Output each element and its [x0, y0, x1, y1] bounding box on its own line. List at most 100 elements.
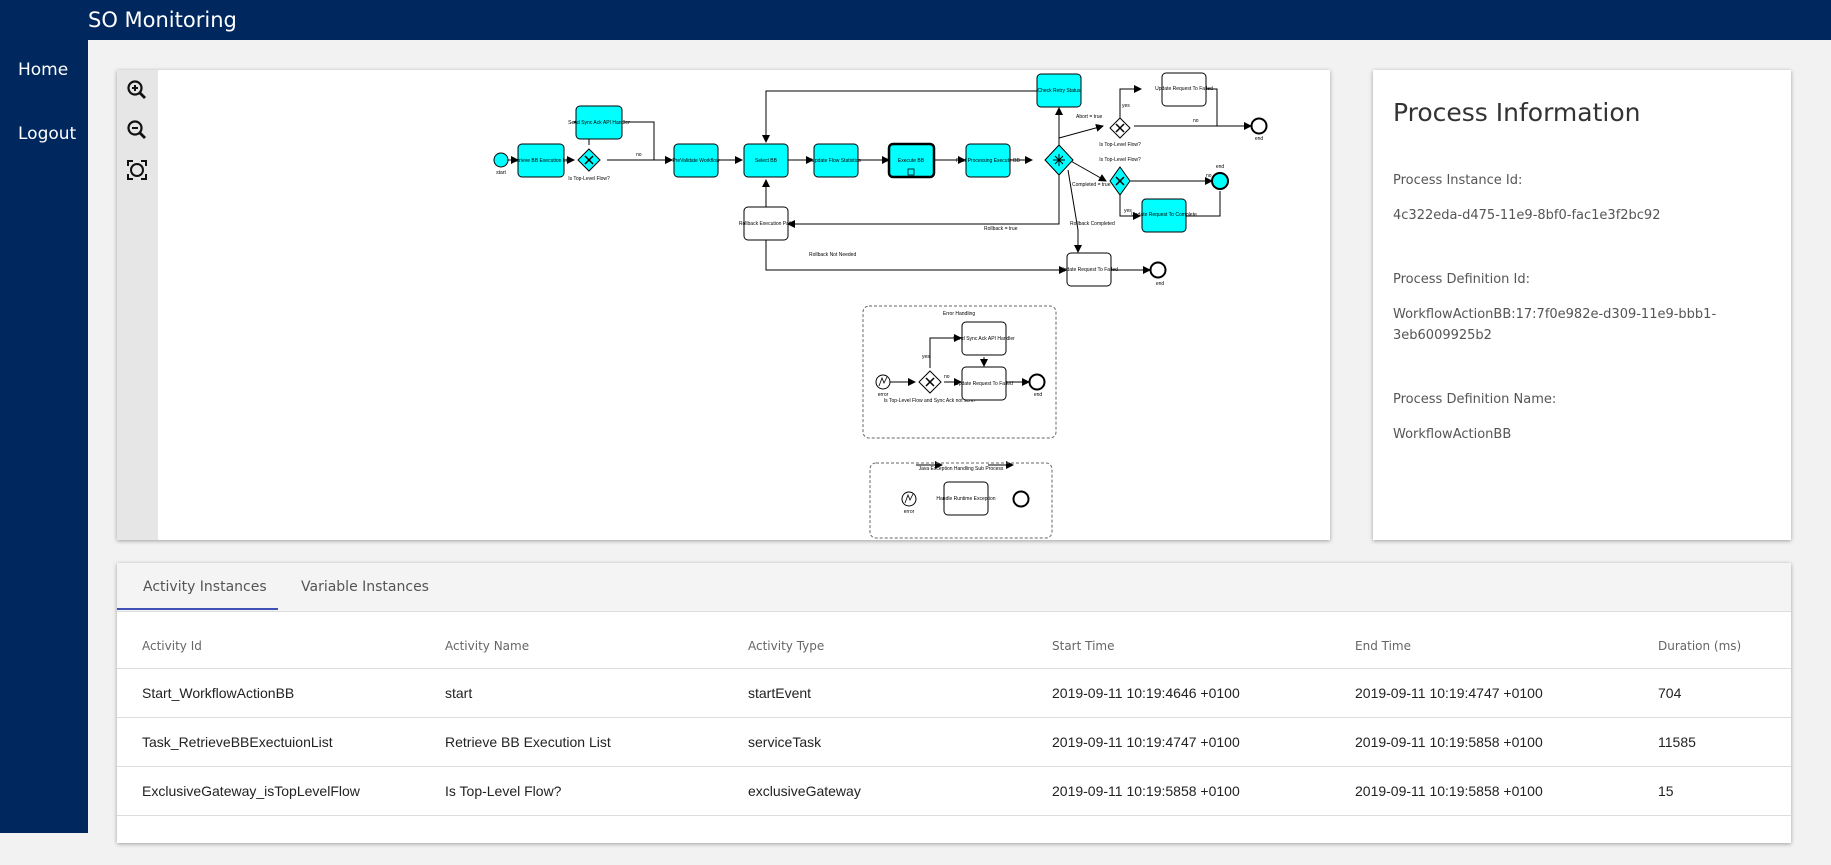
zoom-toolbar [117, 70, 158, 540]
end-event-completed[interactable] [1211, 172, 1229, 190]
cell-activity-name: Retrieve BB Execution List [445, 734, 611, 750]
definition-name-value: WorkflowActionBB [1393, 427, 1512, 442]
task-post-processing[interactable] [965, 143, 1011, 178]
gateway-abort-top-level-label: Is Top-Level Flow? [1099, 142, 1141, 148]
definition-id-value: WorkflowActionBB:17:7f0e982e-d309-11e9-b… [1393, 307, 1717, 343]
cell-duration: 11585 [1658, 734, 1696, 750]
end-event-abort-label: end [1255, 136, 1264, 142]
task-handle-runtime[interactable] [943, 481, 989, 516]
task-send-sync-ack[interactable] [575, 105, 623, 140]
error-start-label: error [878, 392, 889, 398]
cell-start-time: 2019-09-11 10:19:5858 +0100 [1052, 783, 1240, 799]
task-post-processing-label: Post Processing Execute BB [956, 158, 1020, 164]
task-error-send-sync-ack[interactable] [961, 321, 1007, 356]
end-event-abort[interactable] [1250, 117, 1268, 135]
definition-name-label: Process Definition Name: [1393, 392, 1557, 407]
zoom-out-icon[interactable] [125, 118, 149, 142]
task-update-request-complete-label: Update Request To Complete [1131, 212, 1197, 218]
instance-id-value: 4c322eda-d475-11e9-8bf0-fac1e3f2bc92 [1393, 208, 1661, 223]
col-header-activity-id[interactable]: Activity Id [142, 639, 202, 653]
task-update-request-failed-2-label: Update Request To Failed [1060, 267, 1118, 273]
bpmn-diagram: yes no Abort = true yes no Completed = t… [493, 72, 1268, 539]
table-row-partial [117, 815, 1791, 865]
edge-label-no-2: no [1193, 118, 1199, 124]
edge-label-no-4: no [944, 374, 950, 380]
task-error-update-failed[interactable] [961, 366, 1007, 401]
subprocess-error-handling[interactable] [862, 305, 1057, 439]
task-retrieve-bb[interactable] [517, 143, 565, 178]
end-event-rollback[interactable] [1149, 261, 1167, 279]
table-row[interactable]: Start_WorkflowActionBB start startEvent … [117, 668, 1791, 718]
task-retrieve-bb-label: Retrieve BB Execution List [511, 158, 571, 164]
edge-label-rollback-not-needed: Rollback Not Needed [809, 252, 856, 258]
cell-activity-id: Task_RetrieveBBExectuionList [142, 734, 333, 750]
task-update-flow-stats[interactable] [813, 143, 859, 178]
tab-bar: Activity Instances Variable Instances [117, 563, 1791, 612]
task-select-bb[interactable] [743, 143, 789, 178]
cell-activity-type: exclusiveGateway [748, 783, 861, 799]
instances-panel: Activity Instances Variable Instances Ac… [117, 563, 1791, 843]
table-row[interactable]: Task_RetrieveBBExectuionList Retrieve BB… [117, 717, 1791, 767]
process-information-panel: Process Information Process Instance Id:… [1373, 70, 1791, 540]
cell-activity-name: start [445, 685, 473, 701]
task-error-send-sync-ack-label: Send Sync Ack API Handler [953, 336, 1015, 342]
start-event[interactable] [493, 152, 509, 168]
col-header-activity-name[interactable]: Activity Name [445, 639, 530, 653]
edge-label-yes-3: yes [1124, 208, 1132, 214]
edge-label-rollback: Rollback = true [984, 226, 1018, 232]
task-execute-bb[interactable] [887, 142, 936, 179]
col-header-end-time[interactable]: End Time [1355, 639, 1411, 653]
cell-duration: 15 [1658, 783, 1674, 799]
task-check-retry[interactable] [1036, 73, 1082, 108]
app-title: SO Monitoring [88, 8, 237, 32]
cell-activity-id: Start_WorkflowActionBB [142, 685, 295, 701]
task-update-flow-stats-label: Update Flow Statistics [811, 158, 861, 164]
top-bar: SO Monitoring [0, 0, 1831, 40]
task-rollback-path[interactable] [743, 206, 789, 241]
task-update-request-failed[interactable] [1161, 72, 1207, 107]
cell-activity-type: startEvent [748, 685, 812, 701]
active-tab-indicator [117, 608, 278, 610]
tab-activity-instances[interactable]: Activity Instances [143, 579, 267, 595]
edge-label-abort: Abort = true [1076, 114, 1102, 120]
gateway-top-level-label: Is Top-Level Flow? [568, 176, 610, 182]
subprocess-java-exception[interactable] [869, 462, 1053, 539]
subprocess-error-handling-label: Error Handling [943, 311, 975, 317]
task-update-request-failed-label: Update Request To Failed [1155, 86, 1213, 92]
fit-to-screen-icon[interactable] [125, 158, 149, 182]
edge-label-yes-4: yes [922, 354, 930, 360]
task-check-retry-label: Check Retry Status [1037, 88, 1081, 94]
task-execute-bb-label: Execute BB [898, 158, 925, 164]
subprocess-java-exception-label: Java Exception Handling Sub Process [919, 466, 1004, 472]
java-error-start-event[interactable] [901, 491, 917, 507]
task-prevalidate[interactable] [673, 143, 719, 178]
edge-label-no: no [636, 152, 642, 158]
process-info-title: Process Information [1393, 98, 1641, 127]
edge-label-completed: Completed = true [1072, 182, 1111, 188]
error-start-event[interactable] [875, 374, 891, 390]
task-error-update-failed-label: Update Request To Failed [955, 381, 1013, 387]
edge-label-rollback-completed: Rollback Completed [1070, 221, 1115, 227]
error-end-label: end [1034, 392, 1043, 398]
task-send-sync-ack-label: Send Sync Ack API Handler [568, 120, 630, 126]
cell-start-time: 2019-09-11 10:19:4747 +0100 [1052, 734, 1240, 750]
col-header-duration[interactable]: Duration (ms) [1658, 639, 1742, 653]
tab-variable-instances[interactable]: Variable Instances [301, 579, 429, 595]
nav-logout-link[interactable]: Logout [18, 124, 77, 144]
task-handle-runtime-label: Handle Runtime Exception [936, 496, 995, 502]
task-prevalidate-label: PreValidate Workflow [672, 158, 720, 164]
definition-id-label: Process Definition Id: [1393, 272, 1530, 287]
error-end-event[interactable] [1028, 373, 1046, 391]
col-header-start-time[interactable]: Start Time [1052, 639, 1115, 653]
task-update-request-failed-2[interactable] [1066, 252, 1112, 287]
zoom-in-icon[interactable] [125, 78, 149, 102]
col-header-activity-type[interactable]: Activity Type [748, 639, 825, 653]
java-error-end-event[interactable] [1012, 490, 1030, 508]
table-row[interactable]: ExclusiveGateway_isTopLevelFlow Is Top-L… [117, 766, 1791, 816]
cell-start-time: 2019-09-11 10:19:4646 +0100 [1052, 685, 1240, 701]
nav-home-link[interactable]: Home [18, 60, 69, 80]
edge-label-no-3: no [1206, 173, 1212, 179]
end-event-rollback-label: end [1156, 281, 1165, 287]
task-update-request-complete[interactable] [1141, 198, 1187, 233]
instance-id-label: Process Instance Id: [1393, 173, 1523, 188]
